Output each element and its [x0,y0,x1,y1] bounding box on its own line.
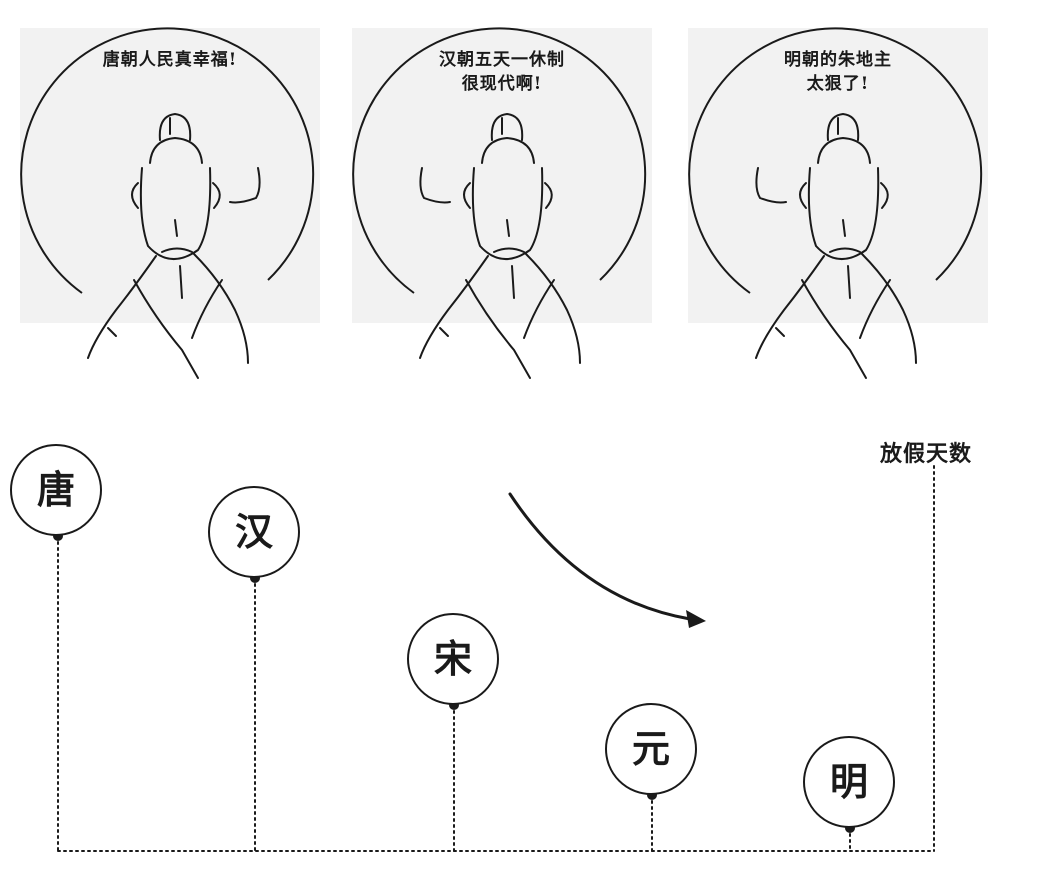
portrait-panel-han: 汉朝五天一休制 很现代啊! [352,18,652,388]
scholar-portrait-icon [20,27,320,379]
dynasty-ming: 明 [803,736,895,828]
scholar-portrait-icon [688,27,988,379]
portrait-panel-ming: 明朝的朱地主 太狠了! [688,18,988,388]
scholar-portrait-icon [352,27,652,379]
dynasty-han: 汉 [208,486,300,578]
dynasty-yuan: 元 [605,703,697,795]
speech-bubble-ming: 明朝的朱地主 太狠了! [688,48,988,96]
speech-line: 很现代啊! [461,74,543,94]
axis-label-holiday-days: 放假天数 [880,441,973,467]
speech-bubble-han: 汉朝五天一休制 很现代啊! [352,48,652,96]
speech-line: 唐朝人民真幸福! [102,50,238,70]
speech-line: 明朝的朱地主 [784,50,892,70]
portrait-panel-tang: 唐朝人民真幸福! [20,18,320,388]
speech-line: 汉朝五天一休制 [439,50,565,70]
dynasty-tang: 唐 [10,444,102,536]
dynasty-song: 宋 [407,613,499,705]
speech-line: 太狠了! [806,74,870,94]
curved-arrow-icon [508,492,706,628]
speech-bubble-tang: 唐朝人民真幸福! [20,48,320,72]
